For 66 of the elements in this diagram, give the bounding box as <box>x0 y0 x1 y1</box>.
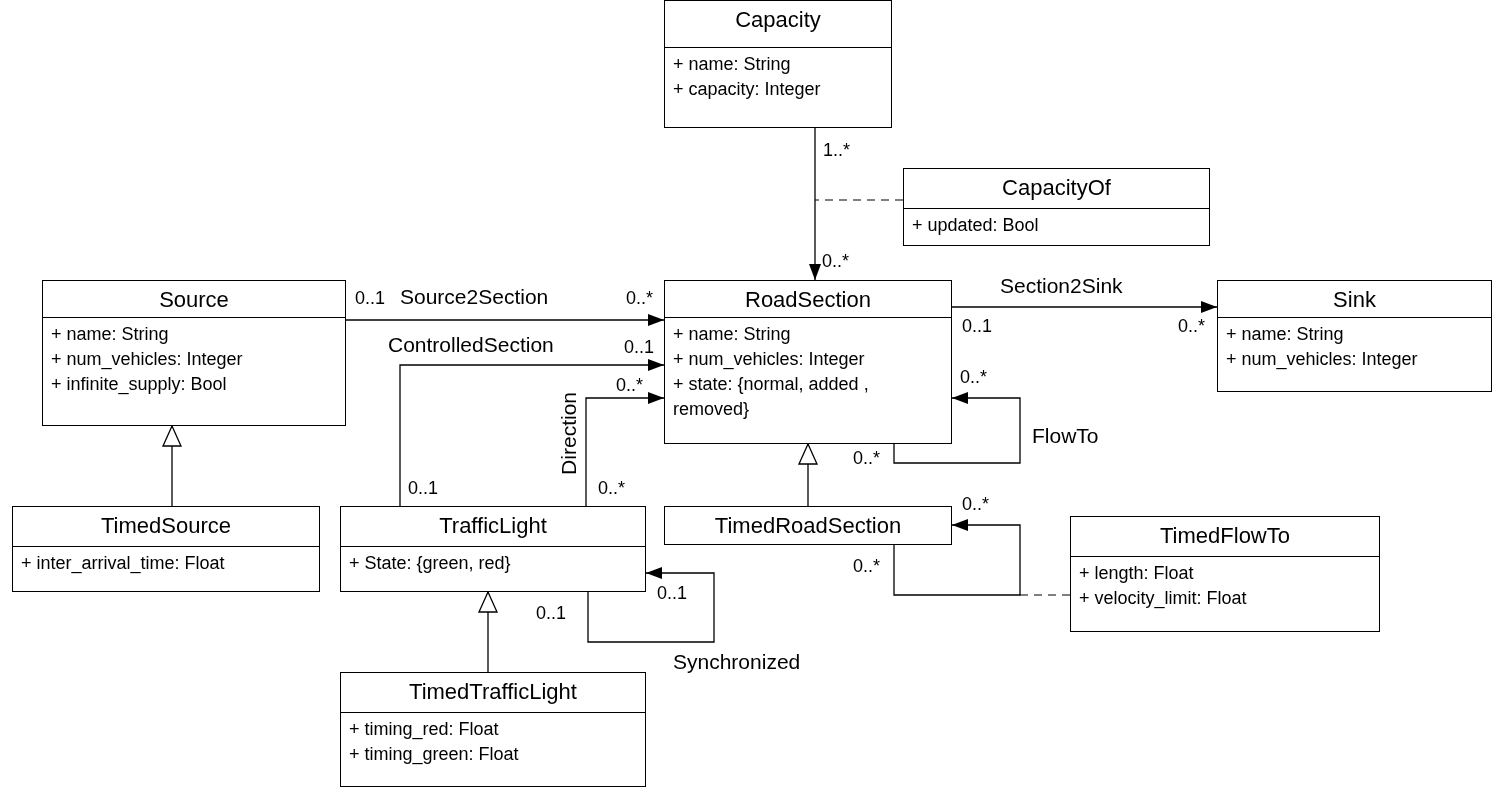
class-box <box>664 280 952 444</box>
association-arrow <box>893 392 1021 464</box>
attribute-text: + num_vehicles: Integer <box>1226 348 1419 372</box>
multiplicity-label: 0..* <box>853 448 881 468</box>
association-arrow <box>809 127 821 281</box>
multiplicity-label: 0..1 <box>536 603 567 623</box>
multiplicity-label: 0..* <box>853 556 881 576</box>
multiplicity-label: 0..1 <box>408 478 439 498</box>
association-arrow <box>585 392 665 507</box>
class-name: TimedFlowTo <box>1071 517 1379 557</box>
class-box <box>903 168 1210 246</box>
multiplicity-label: 0..* <box>822 251 850 271</box>
attribute-text: + updated: Bool <box>912 214 1040 237</box>
attribute-text: + state: {normal, added , removed} <box>673 373 870 421</box>
multiplicity-label: 0..1 <box>657 583 688 603</box>
attribute-text: + num_vehicles: Integer <box>673 348 866 372</box>
attribute-text: + length: Float <box>1079 562 1195 585</box>
association-arrow <box>399 359 665 507</box>
association-arrow <box>587 567 715 643</box>
multiplicity-label: 0..* <box>960 367 988 387</box>
class-box <box>42 280 346 426</box>
attribute-text: + name: String <box>673 323 792 346</box>
attribute-text: + capacity: Integer <box>673 78 822 101</box>
class-name: TrafficLight <box>341 507 645 547</box>
class-box <box>12 506 320 592</box>
attribute-text: + num_vehicles: Integer <box>51 348 244 372</box>
multiplicity-label: 0..* <box>598 478 626 498</box>
class-name: CapacityOf <box>904 169 1209 209</box>
class-name: Source <box>43 281 345 318</box>
attribute-text: + velocity_limit: Float <box>1079 587 1248 611</box>
class-name: RoadSection <box>665 281 951 318</box>
generalization-arrow <box>798 443 818 507</box>
multiplicity-label: 0..1 <box>624 337 655 357</box>
multiplicity-label: 0..1 <box>355 288 386 308</box>
association-arrow <box>951 301 1218 313</box>
class-name: TimedTrafficLight <box>341 673 645 713</box>
attribute-text: + name: String <box>1226 323 1345 346</box>
class-name: Sink <box>1218 281 1491 318</box>
multiplicity-label: 0..* <box>1178 316 1206 336</box>
multiplicity-label: 1..* <box>823 140 851 160</box>
attribute-text: + infinite_supply: Bool <box>51 373 228 397</box>
class-box <box>340 506 646 592</box>
attribute-text: + inter_arrival_time: Float <box>21 552 226 576</box>
attribute-text: + name: String <box>673 53 792 76</box>
multiplicity-label: 0..* <box>626 288 654 308</box>
class-box <box>664 506 952 545</box>
attribute-text: + timing_red: Float <box>349 718 500 742</box>
multiplicity-label: 0..* <box>962 494 990 514</box>
association-arrow <box>893 519 1021 596</box>
attribute-text: + timing_green: Float <box>349 743 520 767</box>
multiplicity-label: 0..* <box>616 375 644 395</box>
association-class-link <box>1019 594 1071 596</box>
class-box <box>1217 280 1492 392</box>
attribute-text: + State: {green, red} <box>349 552 512 575</box>
class-name: TimedSource <box>13 507 319 547</box>
association-arrow <box>345 314 665 326</box>
multiplicity-label: 0..1 <box>962 316 993 336</box>
generalization-arrow <box>162 425 182 507</box>
class-box <box>1070 516 1380 632</box>
class-box <box>664 0 892 128</box>
class-name: TimedRoadSection <box>713 512 903 540</box>
class-box <box>340 672 646 787</box>
generalization-arrow <box>478 591 498 673</box>
class-name: Capacity <box>665 1 891 48</box>
association-class-link <box>814 199 904 201</box>
attribute-text: + name: String <box>51 323 170 346</box>
